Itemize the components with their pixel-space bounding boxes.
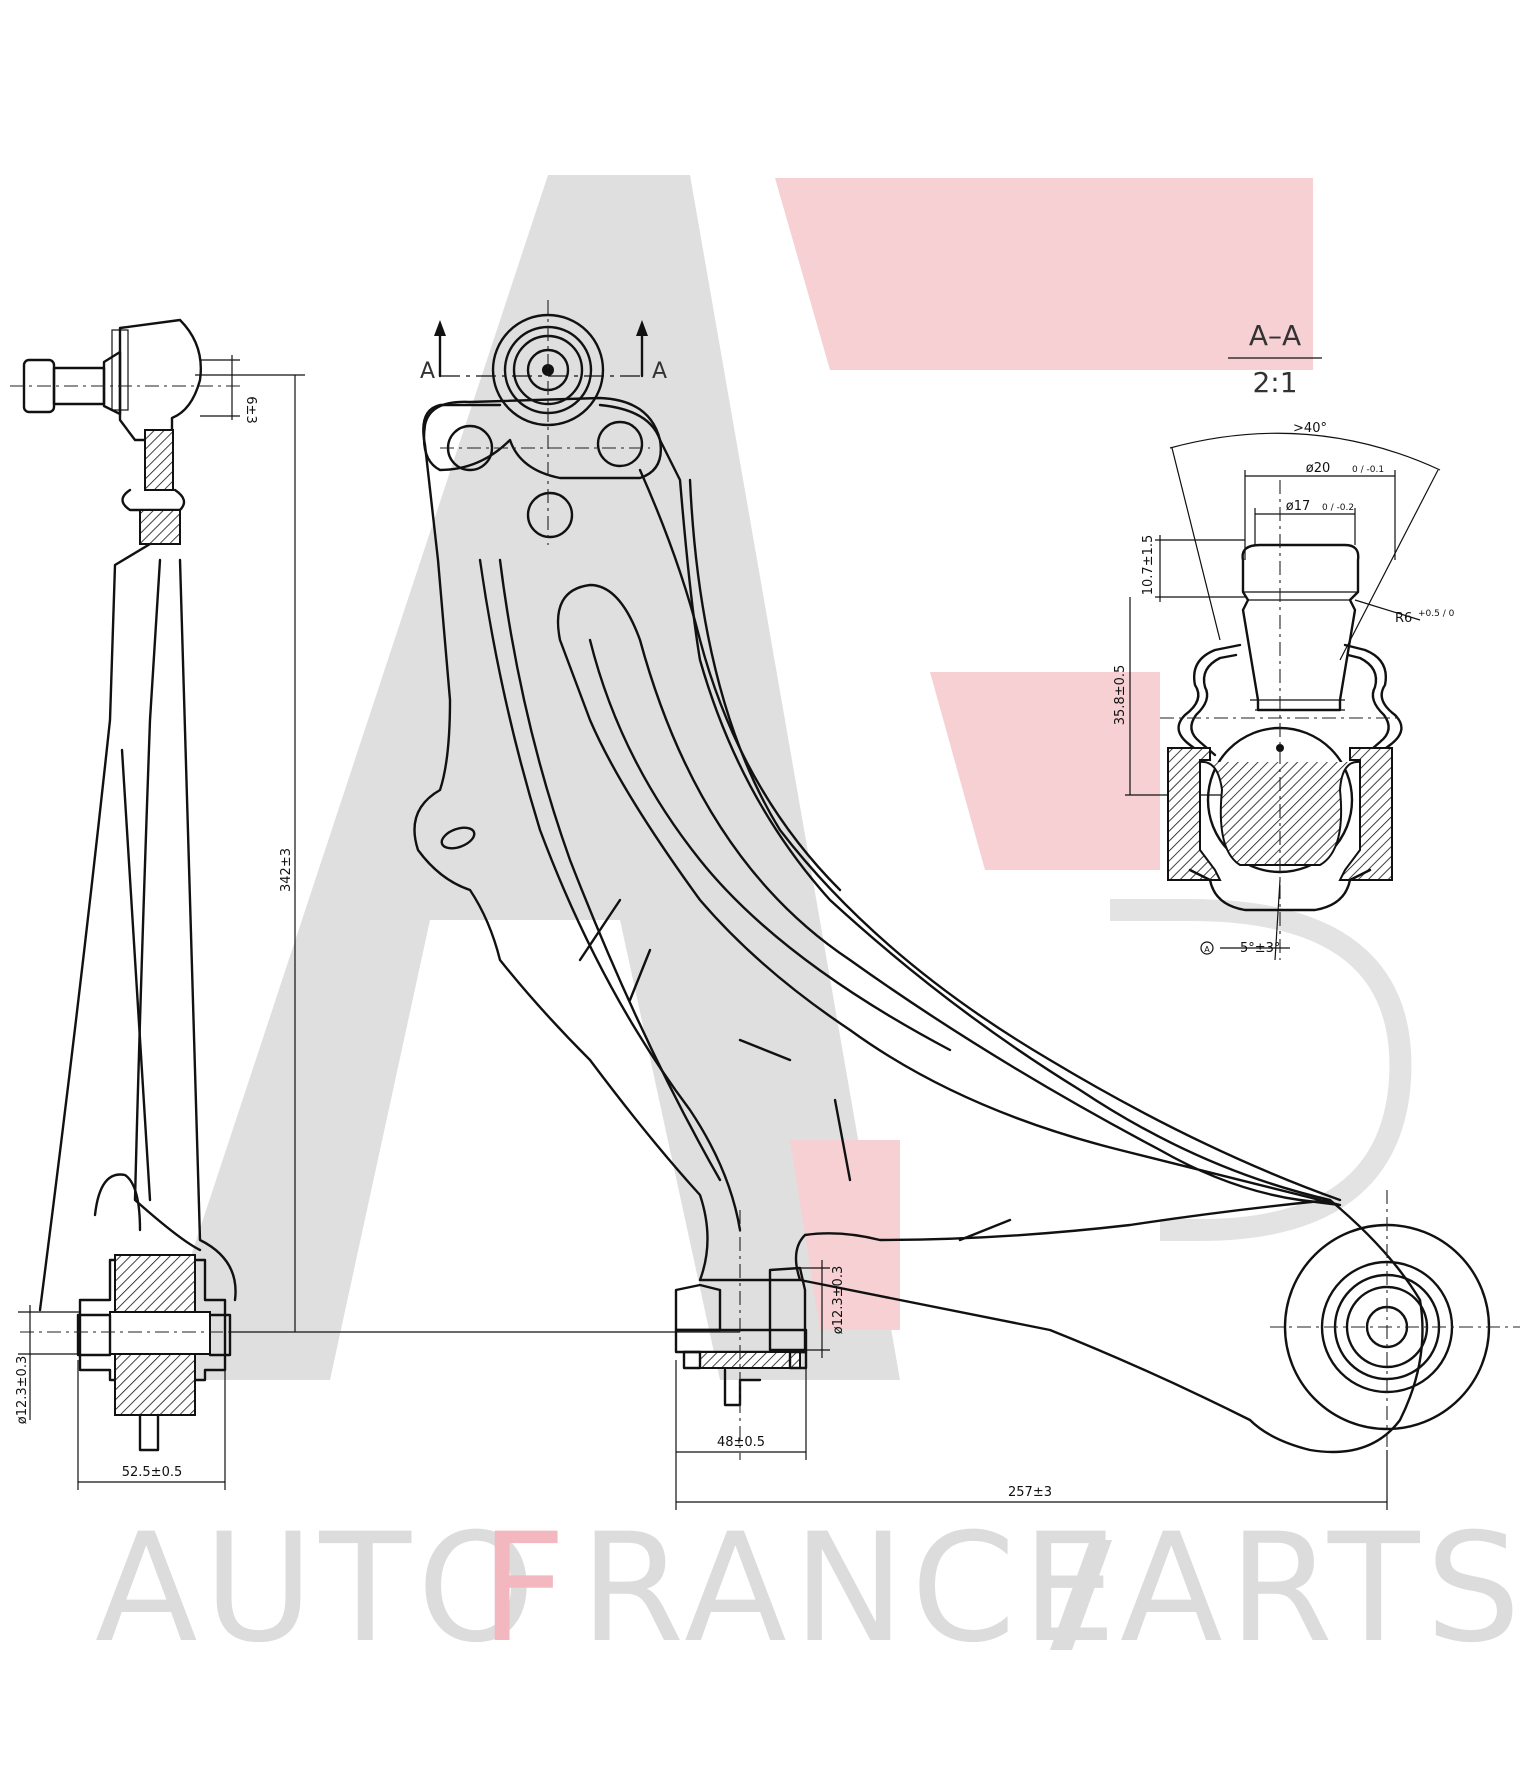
mount-hole-2 bbox=[596, 420, 644, 468]
dim-offset-label: 6±3 bbox=[243, 396, 258, 423]
dim-dia20-label: ø20 bbox=[1306, 461, 1331, 476]
section-label: A–A bbox=[1249, 319, 1301, 352]
dim-bush-left: ø12.3±0.3 bbox=[15, 1305, 80, 1424]
cone-angle-arc bbox=[1169, 432, 1441, 471]
ball-housing-left bbox=[1167, 747, 1222, 881]
dim-length-257-label: 257±3 bbox=[1008, 1485, 1052, 1500]
side-ball-housing bbox=[118, 318, 202, 442]
side-bushing-sleeve bbox=[109, 1311, 211, 1355]
side-arm-outline-right bbox=[178, 558, 237, 1302]
dim-offset: 6±3 bbox=[200, 355, 258, 424]
ball-housing-right bbox=[1338, 747, 1393, 881]
side-bushing-tab bbox=[138, 1413, 160, 1452]
section-scale: 2:1 bbox=[1252, 366, 1297, 399]
dim-height: 342±3 bbox=[195, 374, 740, 1333]
dim-h10-label: 10.7±1.5 bbox=[1141, 535, 1156, 596]
watermark-letter-f: F bbox=[480, 1502, 572, 1676]
arm-mark-5 bbox=[958, 1218, 1012, 1242]
arm-top-edge bbox=[598, 403, 1332, 1202]
arm-mark-3 bbox=[738, 1038, 792, 1062]
section-detail: A–A 2:1 >40° ø20 0 / -0.1 ø17 0 / -0.2 1… bbox=[1113, 319, 1455, 961]
dim-h35-label: 35.8±0.5 bbox=[1113, 665, 1128, 726]
ball-joint-center bbox=[542, 364, 554, 376]
dim-width-48: 48±0.5 bbox=[675, 1360, 807, 1460]
front-bushing bbox=[674, 1210, 808, 1460]
arm-mark-2 bbox=[628, 948, 652, 1002]
side-view bbox=[10, 318, 245, 1452]
tilt-ref-circle bbox=[1200, 941, 1214, 955]
side-arm-outline-inner bbox=[133, 558, 202, 1252]
mount-hole-3 bbox=[526, 491, 574, 539]
main-view: A A bbox=[413, 300, 1520, 1460]
dim-radius-label: R6 bbox=[1395, 611, 1412, 626]
rear-bushing bbox=[1270, 1190, 1520, 1450]
dim-tilt-label: 5°±3° bbox=[1240, 941, 1280, 956]
ball-joint-outer bbox=[491, 313, 605, 427]
dust-boot-right-inner bbox=[1346, 653, 1390, 757]
dim-dia20-tol: 0 / -0.1 bbox=[1352, 465, 1384, 475]
ballplate-outline bbox=[422, 396, 662, 480]
side-bushing-end-right bbox=[208, 1313, 232, 1357]
section-arrowhead-left bbox=[434, 320, 446, 336]
dust-boot-right bbox=[1343, 643, 1403, 762]
dim-dia17-tol: 0 / -0.2 bbox=[1322, 503, 1354, 513]
section-marker-left: A bbox=[420, 359, 435, 384]
side-arm-section-top bbox=[144, 429, 174, 491]
arm-window bbox=[556, 583, 1342, 1207]
arm-inner-rib-2 bbox=[638, 468, 842, 892]
section-marker-right: A bbox=[652, 359, 667, 384]
cone-line-right bbox=[1339, 469, 1439, 661]
arm-mark-4 bbox=[833, 1098, 852, 1182]
side-arm-hook bbox=[93, 1173, 142, 1232]
dim-angle-label: >40° bbox=[1293, 421, 1327, 436]
section-arrowhead-right bbox=[636, 320, 648, 336]
stud-shank bbox=[1241, 543, 1360, 712]
watermark-word-auto: AUTO bbox=[95, 1502, 541, 1676]
arm-slot bbox=[440, 826, 476, 850]
arm-window-inner-rib bbox=[588, 638, 952, 1052]
side-arm-rib bbox=[120, 748, 152, 1202]
dim-height-label: 342±3 bbox=[279, 848, 294, 892]
dim-bush-mid-label: ø12.3±0.3 bbox=[831, 1266, 846, 1334]
housing-cap bbox=[1188, 868, 1372, 912]
dim-bush-mid: ø12.3±0.3 bbox=[800, 1260, 846, 1358]
dim-width-48-label: 48±0.5 bbox=[717, 1435, 765, 1450]
arm-outer-outline bbox=[413, 403, 1424, 1454]
watermark-red-bar-top bbox=[775, 178, 1313, 370]
watermark-word-arts: ARTS bbox=[1120, 1502, 1527, 1676]
side-arm-clip bbox=[121, 488, 186, 512]
cone-line-left bbox=[1171, 447, 1221, 641]
side-arm-outline-left bbox=[38, 542, 152, 1312]
watermark-word-rance: RANCE bbox=[580, 1502, 1122, 1676]
arm-inner-rib-1 bbox=[688, 478, 1342, 1202]
side-bushing-end-left bbox=[76, 1313, 112, 1357]
arm-mark-1 bbox=[578, 898, 622, 962]
dust-boot-left-inner bbox=[1190, 653, 1238, 757]
dim-width-52: 52.5±0.5 bbox=[77, 1360, 226, 1490]
watermark-p-slash bbox=[1050, 1540, 1112, 1650]
ball-center-mark bbox=[1276, 744, 1284, 752]
watermark-red-bar-mid bbox=[930, 672, 1160, 870]
watermark-p-shape bbox=[1110, 899, 1412, 1241]
dim-dia17-label: ø17 bbox=[1286, 499, 1311, 514]
dust-boot-left bbox=[1177, 643, 1242, 762]
arm-lower-edge bbox=[478, 558, 742, 1232]
arm-lower-edge-2 bbox=[498, 558, 722, 1182]
dim-bush-left-label: ø12.3±0.3 bbox=[15, 1356, 30, 1424]
dim-length-257: 257±3 bbox=[675, 1450, 1388, 1510]
dim-width-52-label: 52.5±0.5 bbox=[122, 1465, 183, 1480]
side-arm-section-2 bbox=[139, 509, 181, 545]
dim-radius-tol: +0.5 / 0 bbox=[1418, 609, 1455, 619]
tilt-ref-letter: A bbox=[1204, 945, 1210, 954]
side-boot-clip bbox=[111, 329, 129, 411]
